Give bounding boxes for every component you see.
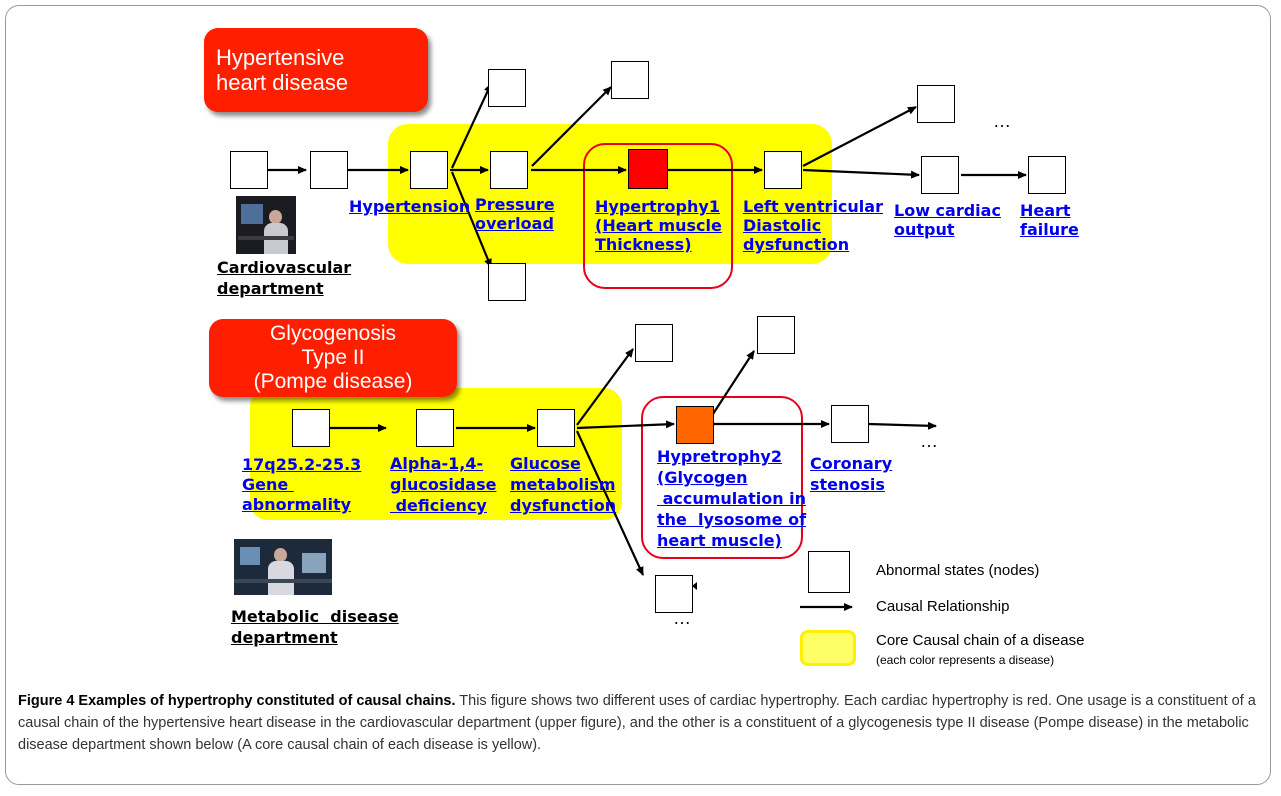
lower-ellipsis-bottom: … <box>673 608 691 628</box>
lower-ellipsis-right: … <box>920 431 938 451</box>
node-upper-branch-right <box>917 85 955 123</box>
node-lower-branch-top <box>635 324 673 362</box>
cardiologist-photo <box>236 196 296 254</box>
node-coronary <box>831 405 869 443</box>
lower-disease-title: Glycogenosis Type II (Pompe disease) <box>209 319 457 397</box>
caption-title: Figure 4 Examples of hypertrophy constit… <box>18 693 456 709</box>
legend-causal-label: Causal Relationship <box>876 598 1010 615</box>
legend-core-swatch <box>800 630 856 666</box>
label-pressure-overload[interactable]: Pressure overload <box>475 195 555 233</box>
node-lv-diastolic <box>764 151 802 189</box>
metabolic-doctor-photo <box>234 539 332 595</box>
caption-text: This figure shows two different uses of … <box>18 693 1256 753</box>
label-hypertrophy1[interactable]: Hypertrophy1 (Heart muscle Thickness) <box>595 197 722 254</box>
legend-core-label: Core Causal chain of a disease <box>876 632 1085 649</box>
node-upper-branch-top <box>488 69 526 107</box>
node-low-cardiac <box>921 156 959 194</box>
node-upper-1 <box>230 151 268 189</box>
node-heart-failure <box>1028 156 1066 194</box>
label-low-cardiac[interactable]: Low cardiac output <box>894 201 1001 239</box>
hypertrophy2-highlight <box>641 396 803 559</box>
label-hypretrophy2[interactable]: Hypretrophy2 (Glycogen accumulation in t… <box>657 447 807 550</box>
label-alpha-glucosidase[interactable]: Alpha-1,4- glucosidase deficiency <box>390 454 497 515</box>
node-upper-branch-bottom <box>488 263 526 301</box>
figure-frame <box>5 5 1271 785</box>
node-lower-branch-bottom <box>655 575 693 613</box>
label-metabolic-department: Metabolic disease department <box>231 607 399 647</box>
label-lv-diastolic[interactable]: Left ventricular Diastolic dysfunction <box>743 197 883 254</box>
upper-ellipsis: … <box>993 111 1011 131</box>
label-cardiovascular-department: Cardiovascular department <box>217 258 352 298</box>
node-alpha <box>416 409 454 447</box>
label-gene-abnormality[interactable]: 17q25.2-25.3 Gene abnormality <box>242 455 362 514</box>
legend-core-note: (each color represents a disease) <box>876 653 1055 667</box>
node-upper-2 <box>310 151 348 189</box>
node-pressure-overload <box>490 151 528 189</box>
legend-nodes-label: Abnormal states (nodes) <box>876 562 1040 579</box>
node-glucose <box>537 409 575 447</box>
node-hypretrophy2 <box>676 406 714 444</box>
legend-node-swatch <box>808 551 850 593</box>
label-glucose-metabolism[interactable]: Glucose metabolism dysfunction <box>510 454 617 515</box>
label-heart-failure[interactable]: Heart failure <box>1020 201 1079 239</box>
node-lower-branch-top2 <box>757 316 795 354</box>
hypertrophy1-highlight <box>583 143 733 289</box>
figure-caption: Figure 4 Examples of hypertrophy constit… <box>18 690 1263 756</box>
node-hypertension <box>410 151 448 189</box>
node-upper-branch-top2 <box>611 61 649 99</box>
label-coronary-stenosis[interactable]: Coronary stenosis <box>810 454 893 494</box>
small-arrowhead <box>692 582 697 590</box>
node-gene <box>292 409 330 447</box>
label-hypertension[interactable]: Hypertension <box>349 197 471 216</box>
upper-disease-title: Hypertensive heart disease <box>204 28 428 112</box>
node-hypertrophy1 <box>628 149 668 189</box>
